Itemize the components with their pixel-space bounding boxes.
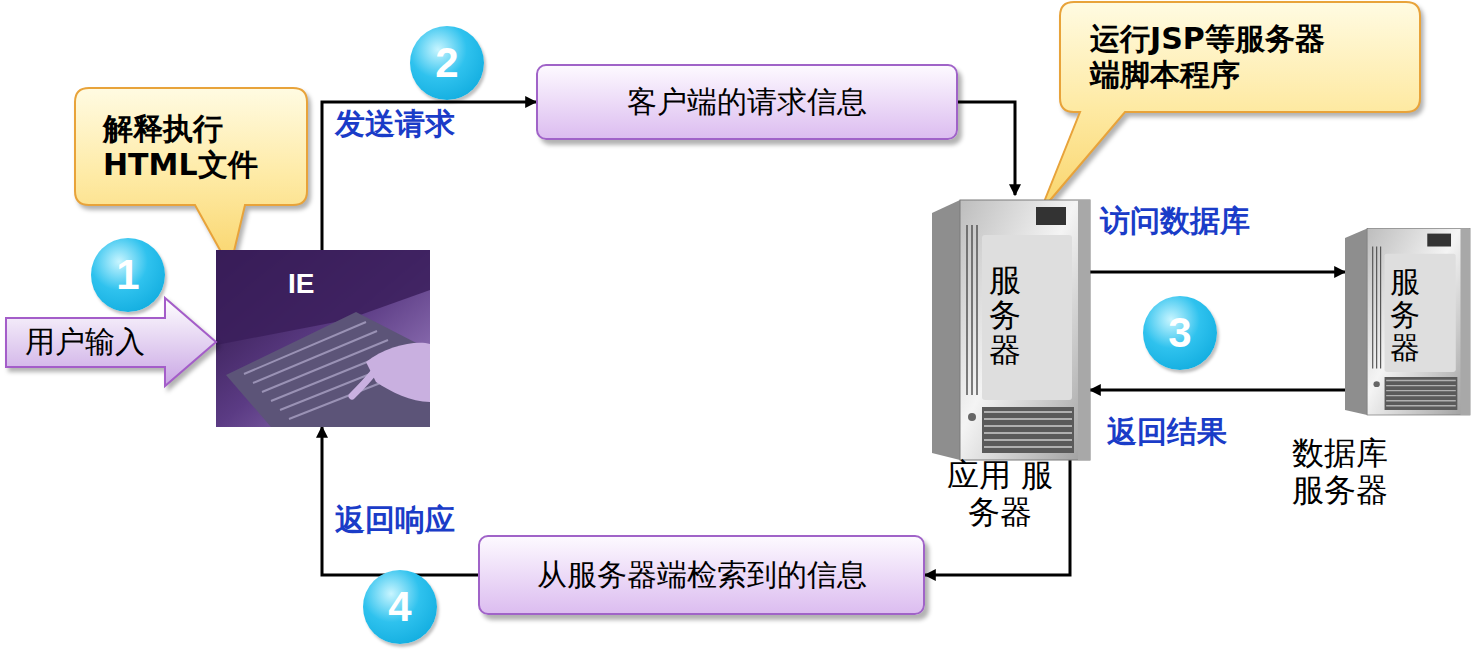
callout-text-group: 运行JSP等服务器端脚本程序 [1090, 21, 1348, 93]
step-number: 1 [91, 238, 165, 312]
browser-client: IE [216, 250, 430, 427]
grille-line [1386, 400, 1456, 401]
edge-label: 发送请求 [333, 106, 457, 142]
step-number: 4 [363, 570, 437, 644]
power-button [1373, 381, 1379, 387]
server-vent [966, 225, 968, 395]
server-front [960, 200, 1090, 460]
server-label: 服务器 [989, 263, 1021, 369]
server-edge [1078, 200, 1090, 460]
server-side [932, 200, 960, 460]
flow-arrow [1090, 271, 1345, 274]
callout-text: 解释执行 HTML文件 [103, 111, 287, 183]
flow-arrow [1090, 389, 1345, 392]
callout-text-group: 解释执行 HTML文件 [103, 111, 287, 183]
flow-arrow [958, 102, 1015, 195]
grille-line [1386, 405, 1456, 406]
step-number: 2 [410, 26, 484, 100]
callout-outline [1040, 2, 1420, 212]
grille-line [984, 432, 1072, 434]
step-number-text: 3 [1168, 309, 1191, 357]
arrow-outline [6, 298, 216, 386]
callout-bubble: 运行JSP等服务器端脚本程序 [1060, 2, 1420, 112]
server-panel [982, 235, 1072, 400]
box-text: 从服务器端检索到的信息 [537, 555, 867, 596]
flow-arrow [322, 102, 536, 250]
server-caption: 数据库 服务器 [1280, 435, 1400, 509]
key-row [244, 322, 366, 374]
grille-line [1386, 385, 1456, 386]
grille-line [984, 411, 1072, 413]
finger [352, 372, 374, 396]
grille-line [1386, 395, 1456, 396]
key-row [253, 331, 377, 383]
server-vent [1376, 247, 1377, 369]
step-number: 3 [1143, 296, 1217, 370]
server-vent [1372, 247, 1373, 369]
box-text: 客户端的请求信息 [627, 82, 867, 123]
arrow-text: 用户输入 [25, 322, 145, 363]
server-caption: 应用 服务器 [940, 457, 1060, 531]
server-grille [1385, 377, 1458, 410]
info-box: 从服务器端检索到的信息 [478, 535, 925, 615]
grille-line [984, 446, 1072, 448]
edge-label: 返回响应 [333, 502, 457, 538]
laptop-keyboard [226, 312, 430, 427]
server-label: 服务器 [1390, 265, 1420, 364]
edge-label: 返回结果 [1105, 414, 1229, 450]
step-number-text: 1 [116, 251, 139, 299]
server-icon: 服务器数据库 服务器 [1345, 225, 1470, 415]
step-number-text: 2 [435, 39, 458, 87]
browser-name: IE [288, 268, 314, 300]
server-vent [976, 225, 978, 395]
grille-line [1386, 380, 1456, 381]
server-panel [1385, 254, 1456, 372]
grille-line [984, 425, 1072, 427]
grille-line [984, 439, 1072, 441]
edge-label: 访问数据库 [1098, 203, 1252, 239]
server-vent [971, 225, 973, 395]
server-side [1345, 229, 1367, 415]
server-icon: 服务器应用 服务器 [932, 195, 1090, 460]
server-badge [1427, 234, 1451, 247]
callout-outline [75, 88, 307, 268]
server-front [1367, 229, 1470, 415]
server-vent [1380, 247, 1381, 369]
photo-ground [216, 250, 430, 427]
grille-line [1386, 390, 1456, 391]
step-number-text: 4 [388, 583, 411, 631]
server-edge [1461, 229, 1470, 415]
input-arrow: 用户输入 [5, 297, 218, 388]
power-button [968, 413, 976, 421]
callout-bubble: 解释执行 HTML文件 [75, 88, 307, 205]
server-grille [982, 407, 1074, 453]
callout-text: 运行JSP等服务器端脚本程序 [1090, 21, 1348, 93]
server-badge [1036, 207, 1066, 225]
info-box: 客户端的请求信息 [536, 64, 958, 140]
laptop-illustration [216, 250, 430, 427]
grille-line [984, 418, 1072, 420]
flow-arrow [322, 427, 478, 575]
